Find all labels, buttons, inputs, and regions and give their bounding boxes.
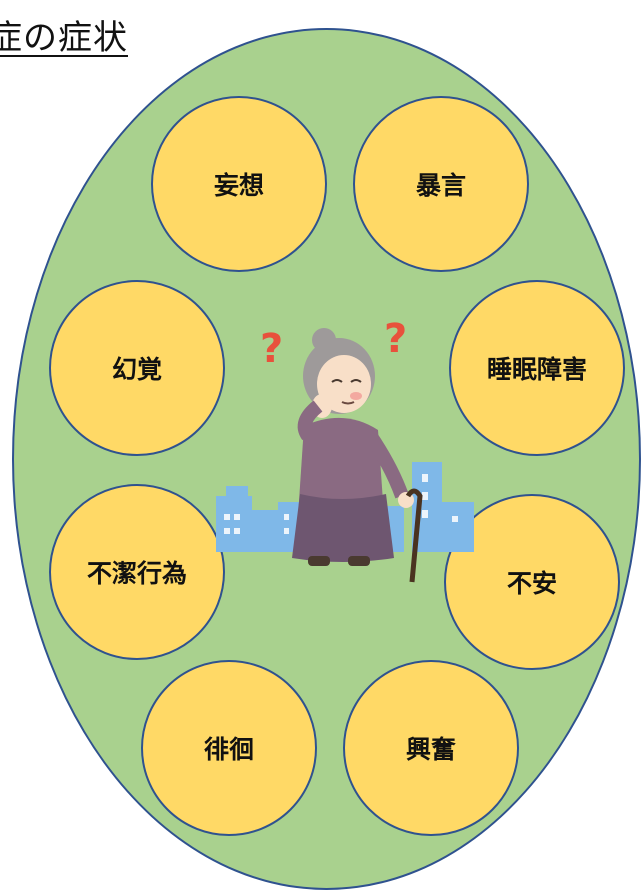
symptom-label: 妄想 bbox=[213, 171, 264, 200]
page-title: 症の症状 bbox=[0, 18, 128, 58]
symptom-bubble-hallucination: 幻覚 bbox=[49, 280, 225, 456]
question-mark-icon: ? bbox=[260, 326, 283, 372]
question-mark-icon: ? bbox=[384, 318, 407, 362]
symptom-bubble-unsanitary-behavior: 不潔行為 bbox=[49, 484, 225, 660]
symptom-label: 暴言 bbox=[415, 171, 466, 200]
symptom-bubble-verbal-abuse: 暴言 bbox=[353, 96, 529, 272]
symptom-label: 幻覚 bbox=[111, 355, 162, 384]
symptom-label: 不潔行為 bbox=[86, 559, 187, 588]
symptom-label: 徘徊 bbox=[203, 735, 254, 764]
symptom-label: 睡眠障害 bbox=[486, 355, 587, 384]
symptom-label: 興奮 bbox=[405, 735, 456, 764]
symptom-bubble-agitation: 興奮 bbox=[343, 660, 519, 836]
symptom-label: 不安 bbox=[506, 569, 557, 598]
symptom-bubble-wandering: 徘徊 bbox=[141, 660, 317, 836]
symptom-bubble-sleep-disorder: 睡眠障害 bbox=[449, 280, 625, 456]
symptom-bubble-delusion: 妄想 bbox=[151, 96, 327, 272]
confused-elderly-woman-with-cane-icon: ? ? bbox=[216, 318, 474, 583]
